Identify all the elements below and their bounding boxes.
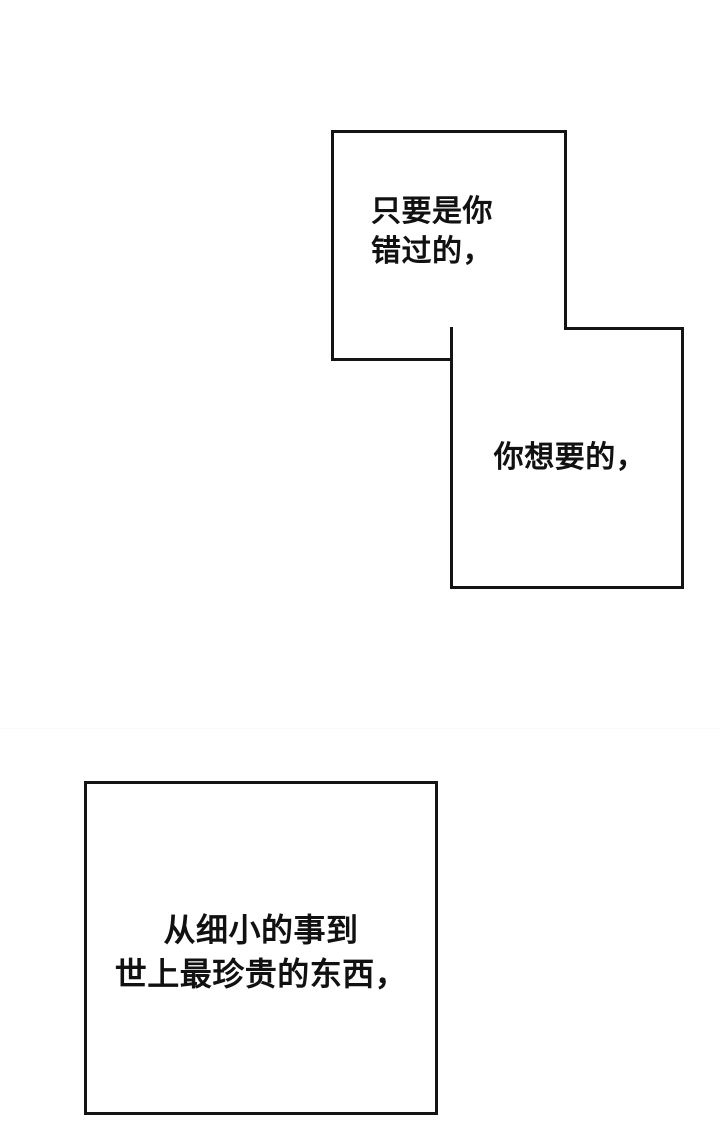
dialogue-missed: 只要是你 错过的，: [371, 194, 493, 269]
step-edge-upper-right: [564, 327, 684, 330]
step-overlap-eraser: [453, 324, 564, 364]
image-stitch-seam: [0, 728, 720, 729]
dialogue-precious: 从细小的事到 世上最珍贵的东西，: [114, 911, 408, 994]
panel-stepped-upper: [331, 130, 567, 361]
panel-square-bottom: [84, 781, 438, 1115]
dialogue-wanted: 你想要的，: [493, 440, 647, 475]
step-edge-lower-left: [331, 358, 453, 361]
panel-stepped-lower: [450, 327, 684, 589]
